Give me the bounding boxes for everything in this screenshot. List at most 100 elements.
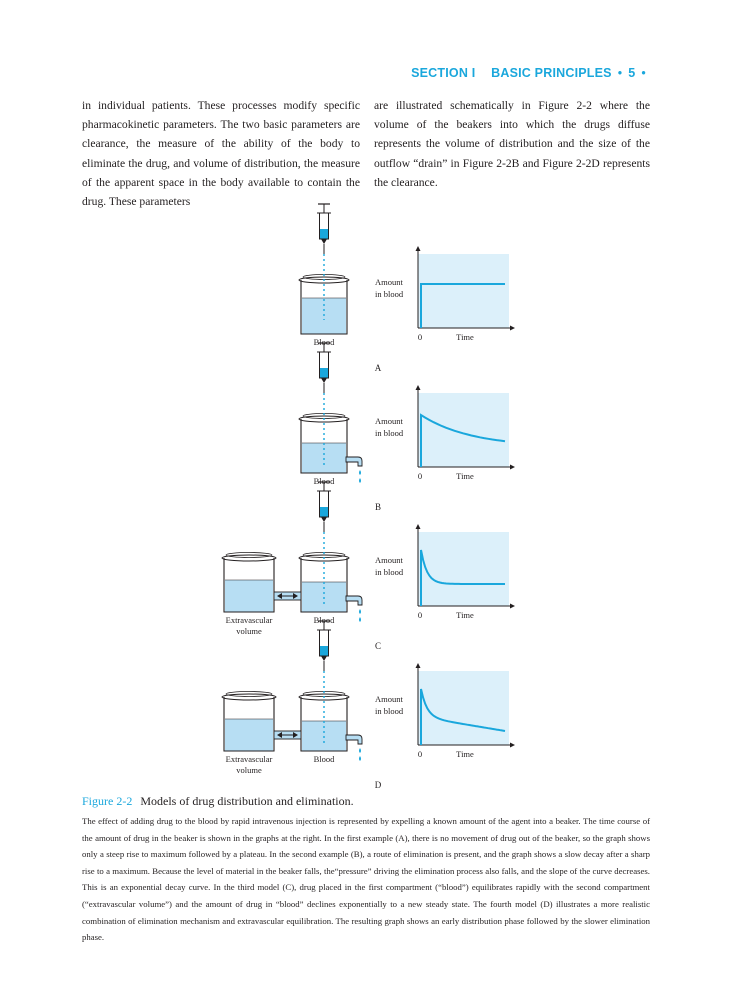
body-column-left: in individual patients. These processes … xyxy=(82,96,360,211)
figure-caption: Figure 2-2 Models of drug distribution an… xyxy=(82,794,650,946)
syringe-drug-fill xyxy=(320,507,328,517)
beaker-outline xyxy=(300,558,348,613)
x-axis-arrow-icon xyxy=(510,603,515,609)
drip-icon xyxy=(359,470,361,475)
x-axis-arrow-icon xyxy=(510,464,515,470)
syringe-drug-fill xyxy=(320,646,328,656)
beaker-outline xyxy=(223,697,275,752)
body-column-right: are illustrated schematically in Figure … xyxy=(374,96,650,192)
syringe-icon xyxy=(317,620,331,671)
x-axis-arrow-icon xyxy=(510,325,515,331)
syringe-icon xyxy=(317,481,331,532)
graph-y-label: in blood xyxy=(375,567,404,577)
y-axis-arrow-icon xyxy=(415,246,421,251)
beaker-rim xyxy=(221,554,277,562)
concentration-curve xyxy=(420,413,506,467)
graph-y-label: Amount xyxy=(375,277,404,287)
caption-number: Figure 2-2 xyxy=(82,794,133,808)
syringe-hub xyxy=(321,656,327,661)
body-paragraph-left: in individual patients. These processes … xyxy=(82,99,360,209)
beaker-outline xyxy=(300,697,348,752)
graph-y-label: in blood xyxy=(375,706,404,716)
drain-spout xyxy=(345,456,363,467)
graph-x-label: Time xyxy=(456,749,474,759)
beaker-outline xyxy=(300,419,348,474)
graph-x-origin-label: 0 xyxy=(418,749,422,759)
caption-body: The effect of adding drug to the blood b… xyxy=(82,816,650,943)
beaker-label-blood: Blood xyxy=(314,615,336,625)
beaker-label-blood: Blood xyxy=(314,337,336,347)
section-label: SECTION I xyxy=(411,66,476,80)
beaker-label-blood: Blood xyxy=(314,754,336,764)
graph-x-origin-label: 0 xyxy=(418,610,422,620)
amount-in-blood-graph: Amount in blood 0 Time xyxy=(375,663,515,759)
drip-icon xyxy=(359,478,361,483)
concentration-curve xyxy=(420,688,506,745)
graph-plot-area xyxy=(418,671,509,745)
graph-y-label: in blood xyxy=(375,428,404,438)
panel-letter: D xyxy=(375,780,382,790)
graph-plot-area xyxy=(418,532,509,606)
panel-letter: C xyxy=(375,641,381,651)
drip-icon xyxy=(359,609,361,614)
x-axis-arrow-icon xyxy=(510,742,515,748)
syringe-icon xyxy=(317,203,331,254)
beaker-label-blood: Blood xyxy=(314,476,336,486)
amount-in-blood-graph: Amount in blood 0 Time xyxy=(375,524,515,620)
beaker-lid xyxy=(225,552,273,558)
beaker-rim xyxy=(298,554,350,562)
running-header: SECTION I BASIC PRINCIPLES•5• xyxy=(411,66,646,80)
concentration-curve xyxy=(420,283,505,328)
drain-outlet-icon xyxy=(345,734,363,761)
graph-x-origin-label: 0 xyxy=(418,332,422,342)
section-title: BASIC PRINCIPLES xyxy=(491,66,612,80)
beaker-label-extravascular: volume xyxy=(236,765,262,775)
graph-y-label: in blood xyxy=(375,289,404,299)
arrow-left-icon xyxy=(277,593,282,599)
graph-y-label: Amount xyxy=(375,555,404,565)
beaker-label-extravascular: Extravascular xyxy=(226,615,273,625)
graph-x-label: Time xyxy=(456,332,474,342)
y-axis-arrow-icon xyxy=(415,524,421,529)
graph-x-origin-label: 0 xyxy=(418,471,422,481)
drip-icon xyxy=(359,617,361,622)
beaker-fluid xyxy=(225,719,273,751)
beaker-rim xyxy=(298,693,350,701)
graph-y-label: Amount xyxy=(375,416,404,426)
equilibrium-connector xyxy=(273,730,302,740)
concentration-curve xyxy=(420,549,505,606)
beaker-outline xyxy=(300,280,348,335)
panel-letter: B xyxy=(375,502,381,512)
beaker-label-extravascular: Extravascular xyxy=(226,754,273,764)
graph-y-label: Amount xyxy=(375,694,404,704)
beaker-fluid xyxy=(225,580,273,612)
drain-spout xyxy=(345,595,363,606)
drip-icon xyxy=(359,756,361,761)
beaker-rim xyxy=(298,276,350,284)
graph-plot-area xyxy=(418,393,509,467)
y-axis-arrow-icon xyxy=(415,663,421,668)
syringe-drug-fill xyxy=(320,368,328,378)
graph-plot-area xyxy=(418,254,509,328)
beaker-icon xyxy=(221,691,277,752)
syringe-hub xyxy=(321,517,327,522)
syringe-drug-fill xyxy=(320,229,328,239)
beaker-label-extravascular: volume xyxy=(236,626,262,636)
drain-outlet-icon xyxy=(345,456,363,483)
beaker-outline xyxy=(223,558,275,613)
drip-icon xyxy=(359,748,361,753)
caption-title: Models of drug distribution and eliminat… xyxy=(140,794,354,808)
beaker-rim xyxy=(221,693,277,701)
syringe-hub xyxy=(321,239,327,244)
graph-x-label: Time xyxy=(456,610,474,620)
panel-letter: A xyxy=(375,363,382,373)
amount-in-blood-graph: Amount in blood 0 Time xyxy=(375,246,515,342)
page-number: 5 xyxy=(628,66,636,80)
syringe-icon xyxy=(317,342,331,393)
arrow-right-icon xyxy=(293,593,298,599)
